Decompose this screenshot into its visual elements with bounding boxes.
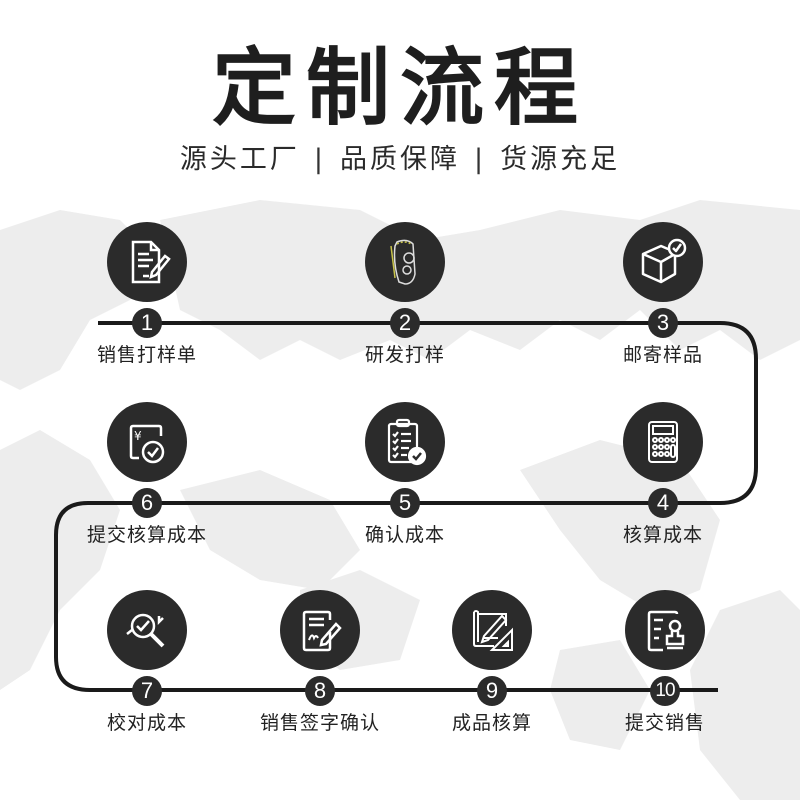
document-edit-icon [107, 222, 187, 302]
magnifier-check-icon [107, 590, 187, 670]
clipboard-check-icon [365, 402, 445, 482]
yuan-check-icon: ¥ [107, 402, 187, 482]
step-number: 10 [650, 676, 680, 706]
step-label: 成品核算 [451, 712, 532, 734]
subtitle-separator: | [313, 144, 326, 175]
page-title: 定制流程 [211, 39, 588, 137]
step-number: 4 [648, 488, 678, 518]
step-number: 1 [132, 308, 162, 338]
signature-icon [280, 590, 360, 670]
step-number: 6 [132, 488, 162, 518]
blueprint-icon [452, 590, 532, 670]
subtitle-quality: 品质保障 [340, 144, 460, 175]
subtitle-source-factory: 源头工厂 [179, 144, 300, 175]
shoe-insole-icon [365, 222, 445, 302]
calculator-icon [623, 402, 703, 482]
step-label: 提交核算成本 [86, 524, 207, 546]
step-label: 销售打样单 [96, 344, 197, 366]
step-label: 研发打样 [364, 344, 445, 366]
step-number: 9 [477, 676, 507, 706]
step-label: 销售签字确认 [259, 712, 380, 734]
step-label: 核算成本 [622, 524, 703, 546]
step-label: 提交销售 [624, 712, 705, 734]
step-number: 2 [390, 308, 420, 338]
step-label: 确认成本 [364, 524, 445, 546]
step-label: 邮寄样品 [622, 344, 703, 366]
subtitle-stock: 货源充足 [500, 144, 621, 175]
step-number: 8 [305, 676, 335, 706]
svg-text:¥: ¥ [134, 429, 142, 443]
step-number: 5 [390, 488, 420, 518]
stamp-document-icon [625, 590, 705, 670]
step-number: 7 [132, 676, 162, 706]
step-number: 3 [648, 308, 678, 338]
step-label: 校对成本 [106, 712, 187, 734]
subtitle-separator: | [474, 144, 487, 175]
page-subtitle: 源头工厂 | 品质保障 | 货源充足 [0, 140, 800, 180]
package-check-icon [623, 222, 703, 302]
